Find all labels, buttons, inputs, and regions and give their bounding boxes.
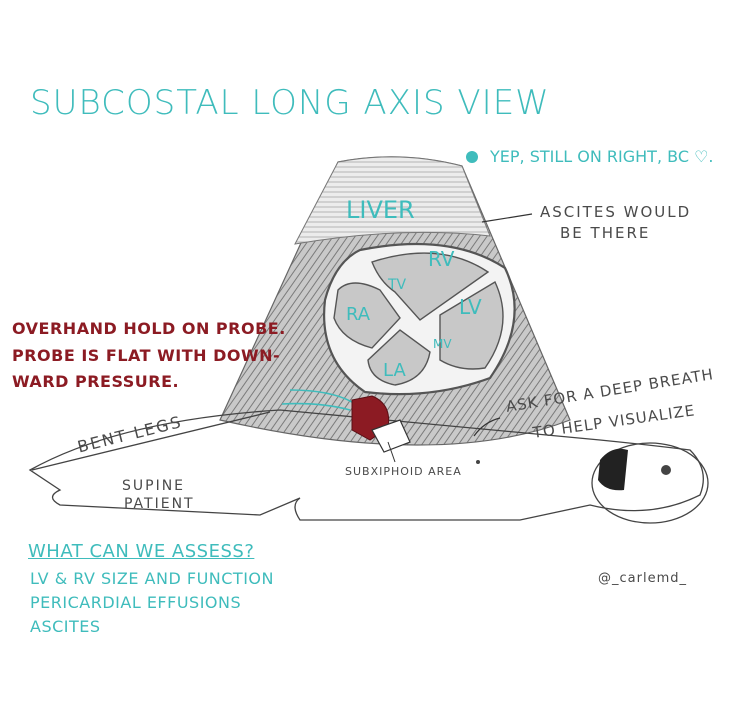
lv-label: LV	[459, 295, 482, 319]
la-label: LA	[383, 360, 406, 381]
supine-label-line2: PATIENT	[124, 496, 195, 512]
patient-body	[28, 409, 704, 521]
probe-cable	[281, 389, 353, 411]
navel	[476, 460, 480, 464]
probe	[371, 419, 411, 453]
assess-heading: WHAT CAN WE ASSESS?	[28, 541, 255, 562]
assess-item: PERICARDIAL EFFUSIONS	[30, 593, 242, 612]
supine-label-line1: SUPINE	[122, 478, 186, 494]
liver-label: LIVER	[346, 196, 415, 224]
author-credit: @_carlemd_	[598, 571, 687, 586]
bullet-dot-icon	[466, 151, 478, 163]
ascites-note-line2: BE THERE	[560, 224, 651, 242]
ascites-arrow	[481, 213, 533, 223]
legs-line	[31, 411, 271, 471]
subxiphoid-label: SUBXIPHOID AREA	[345, 465, 462, 478]
liver-region	[294, 156, 491, 245]
probe-hold-line2: PROBE IS FLAT WITH DOWN-	[12, 346, 281, 365]
lv-chamber	[439, 280, 504, 370]
tv-label: TV	[388, 277, 407, 293]
assess-item: LV & RV SIZE AND FUNCTION	[30, 569, 274, 588]
patient-ear	[661, 465, 671, 475]
ra-chamber	[333, 282, 401, 349]
side-note: YEP, STILL ON RIGHT, BC ♡.	[490, 147, 714, 166]
patient-hair	[598, 448, 628, 491]
patient-head	[591, 442, 709, 524]
subxiphoid-arrow	[387, 441, 396, 463]
rv-chamber	[371, 252, 490, 321]
la-chamber	[367, 329, 431, 386]
assess-item: ASCITES	[30, 617, 101, 636]
probe-hold-line1: OVERHAND HOLD ON PROBE.	[12, 319, 286, 338]
probe-hold-line3: WARD PRESSURE.	[12, 372, 180, 391]
ra-label: RA	[346, 304, 371, 325]
rv-label: RV	[428, 247, 455, 271]
breath-arrow	[473, 417, 501, 437]
mv-label: MV	[433, 337, 452, 351]
view-title: SUBCOSTAL LONG AXIS VIEW	[30, 83, 550, 123]
ascites-note-line1: ASCITES WOULD	[540, 203, 692, 221]
